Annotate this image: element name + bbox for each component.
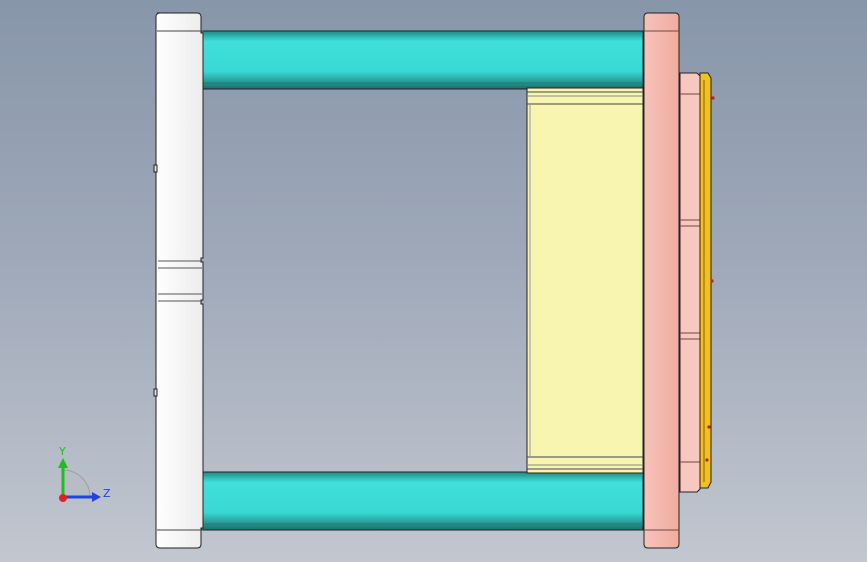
coordinate-triad: Y Z (58, 445, 111, 502)
z-axis-label: Z (103, 487, 111, 500)
side-mold-plate[interactable] (679, 72, 701, 493)
insert-strip[interactable] (699, 72, 715, 489)
guide-rod-bottom[interactable] (199, 471, 644, 531)
y-axis-label: Y (58, 445, 66, 458)
core-block[interactable] (526, 87, 644, 474)
left-clamp-plate[interactable] (153, 12, 204, 549)
right-clamp-plate[interactable] (643, 12, 680, 549)
guide-rod-top[interactable] (199, 30, 644, 90)
x-axis-dot (59, 494, 67, 502)
